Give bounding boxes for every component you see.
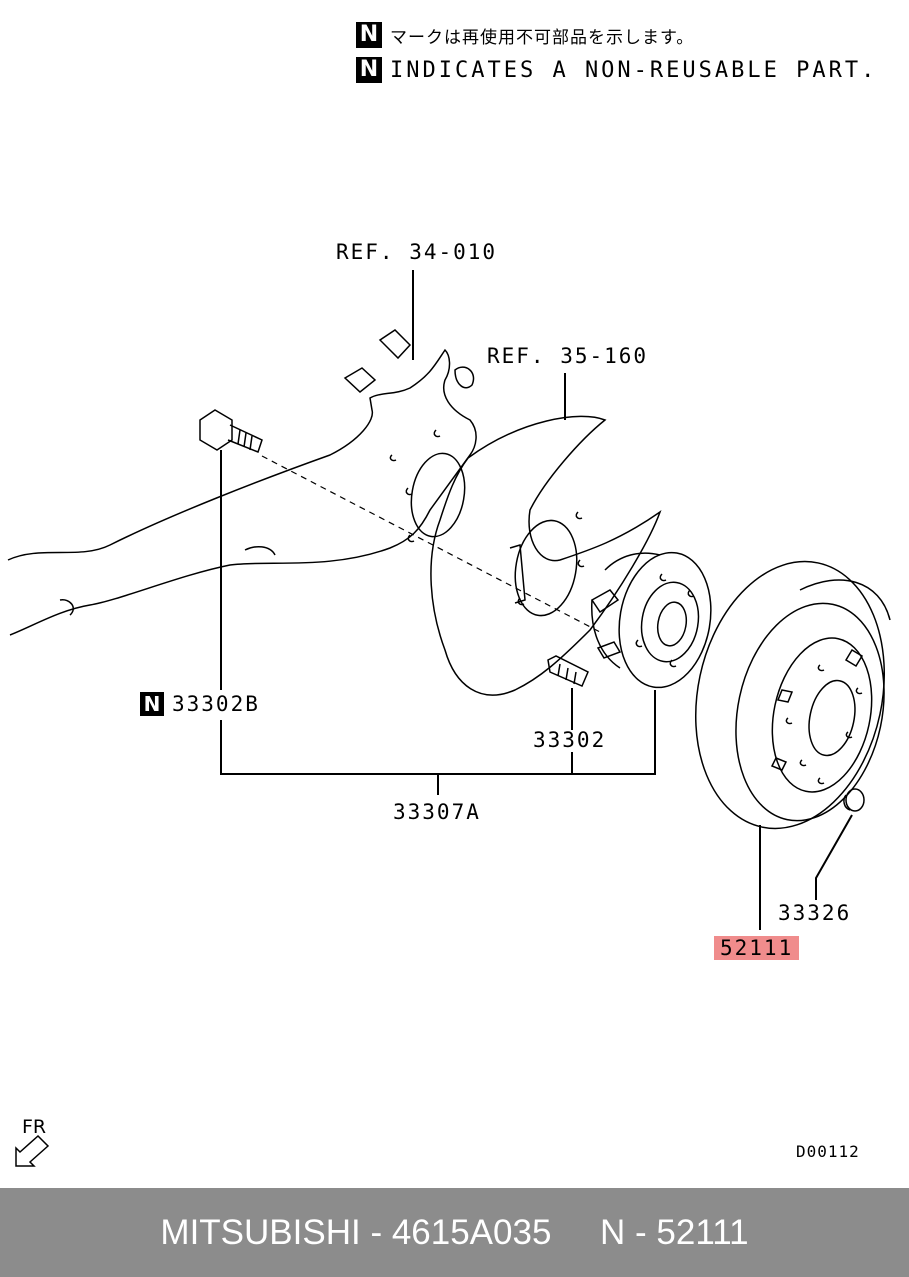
drawing-id: D00112 (796, 1142, 860, 1161)
bolt-33302b (199, 409, 263, 453)
front-direction-label: FR (22, 1116, 47, 1138)
fr-arrow-icon (15, 1134, 50, 1167)
footer-text: MITSUBISHI - 4615A035 N - 52111 (160, 1212, 749, 1252)
legend-english-row: N INDICATES A NON-REUSABLE PART. (356, 57, 877, 83)
exploded-diagram (7, 270, 891, 1167)
footer-banner: MITSUBISHI - 4615A035 N - 52111 (0, 1188, 909, 1277)
non-reusable-badge: N (140, 692, 164, 716)
non-reusable-badge: N (356, 22, 382, 48)
callout-52111: 52111 (714, 936, 800, 960)
callout-ref-34-010: REF. 34-010 (336, 240, 498, 264)
trailing-arm (7, 348, 477, 636)
legend-japanese-text: マークは再使用不可部品を示します。 (390, 27, 695, 48)
highlighted-part-number: 52111 (714, 936, 800, 960)
leader-33326 (815, 814, 853, 900)
legend-english-text: INDICATES A NON-REUSABLE PART. (390, 57, 878, 83)
stud-33302 (547, 655, 589, 687)
callout-33307a: 33307A (393, 800, 481, 824)
brake-disc (694, 560, 891, 830)
backing-plate (430, 415, 662, 696)
callout-33302b: 33302B (172, 692, 260, 716)
hub-bearing (590, 551, 712, 689)
callout-33302: 33302 (533, 728, 607, 752)
callout-ref-35-160: REF. 35-160 (487, 344, 649, 368)
callout-33326: 33326 (778, 901, 852, 925)
callout-33302b-group: N 33302B (140, 692, 260, 716)
nut-33326 (843, 788, 865, 812)
legend-japanese-row: N マークは再使用不可部品を示します。 (356, 22, 694, 48)
non-reusable-badge: N (356, 57, 382, 83)
